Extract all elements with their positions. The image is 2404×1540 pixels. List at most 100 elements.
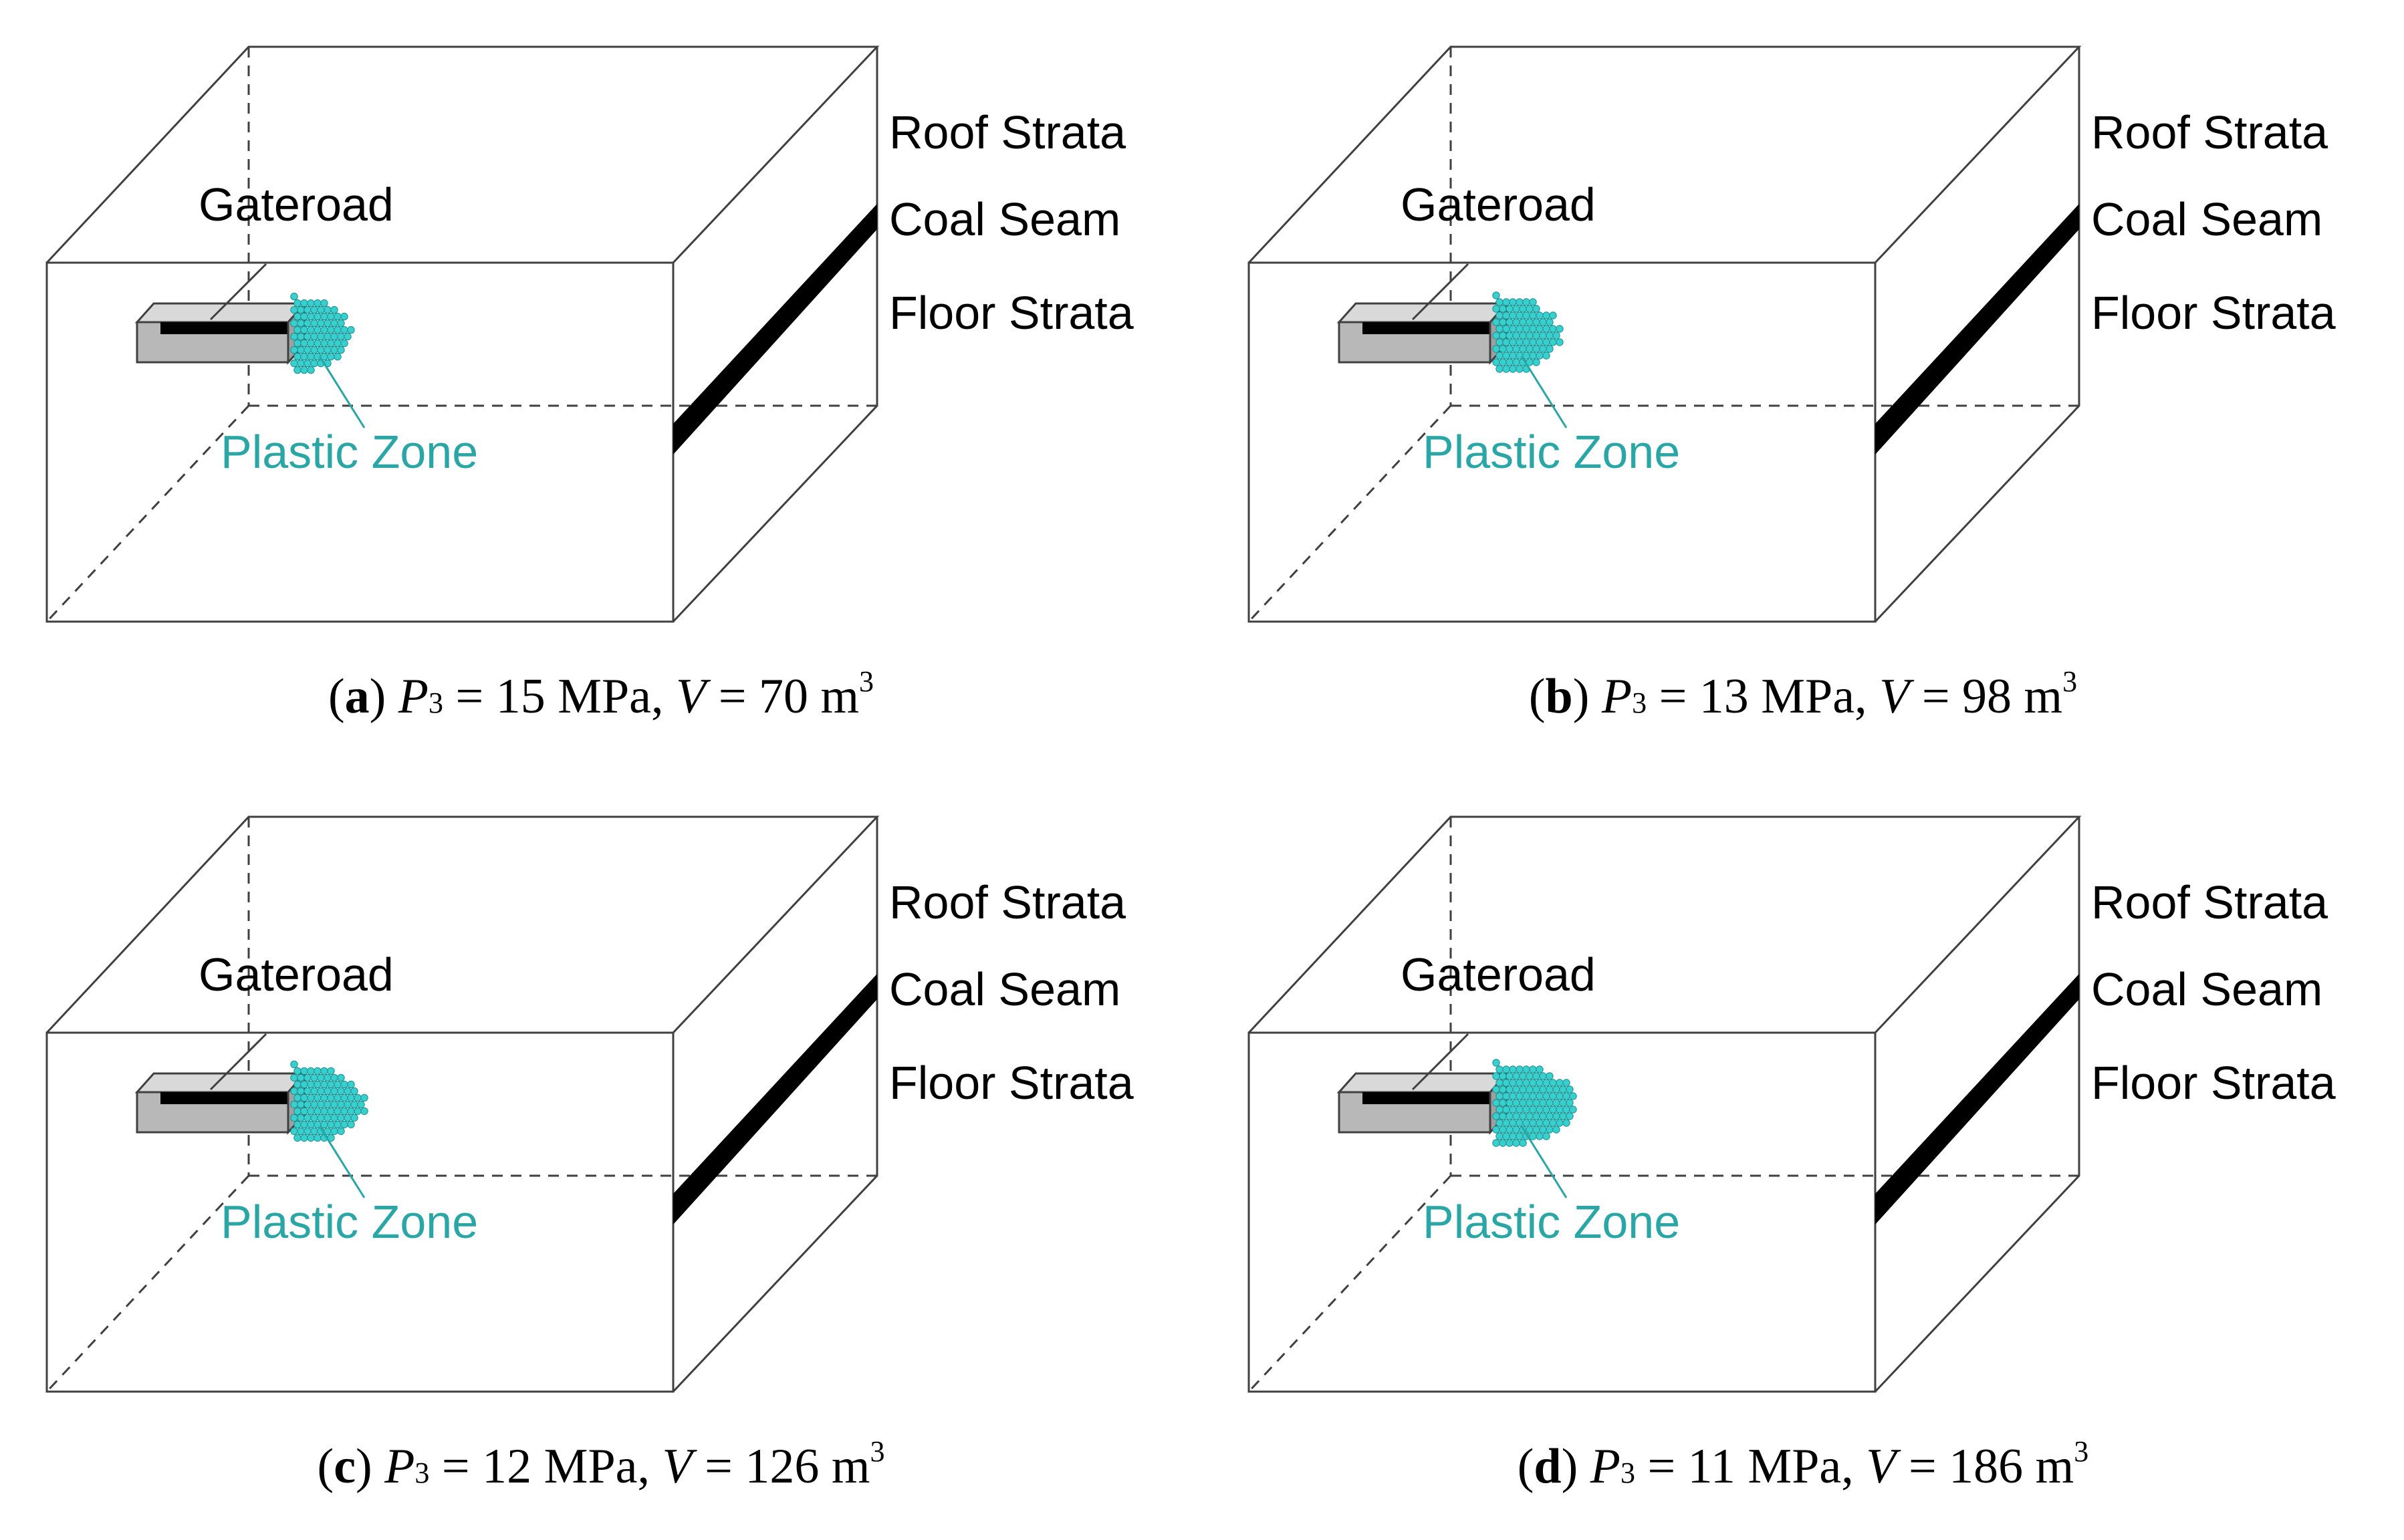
plastic-zone-element — [317, 1073, 325, 1082]
plastic-zone-element — [314, 1080, 322, 1089]
plastic-zone-element — [1519, 1072, 1527, 1080]
plastic-zone-element — [317, 1114, 325, 1122]
plastic-zone-element — [297, 332, 305, 341]
plastic-zone-element — [317, 1087, 325, 1096]
plastic-zone-element — [1546, 1126, 1554, 1134]
plastic-zone-element — [1495, 1092, 1504, 1100]
plastic-zone-element — [1509, 1065, 1517, 1073]
plastic-zone-element — [1512, 358, 1520, 366]
plastic-zone-element — [1512, 318, 1520, 326]
plastic-zone-element — [297, 346, 305, 354]
floor-strata-label: Floor Strata — [2091, 287, 2336, 339]
plastic-zone-element — [324, 332, 332, 341]
plastic-zone-element — [293, 1120, 302, 1129]
plastic-zone-element — [1495, 298, 1504, 306]
caption-open: ( — [1517, 1439, 1534, 1494]
plastic-zone-element — [1546, 1072, 1554, 1080]
panel-caption: (d) P3 = 11 MPa, V = 186 m3 — [1202, 1435, 2404, 1495]
plastic-zone-element — [1499, 332, 1507, 340]
plastic-zone-element — [347, 326, 355, 334]
panel-caption: (c) P3 = 12 MPa, V = 126 m3 — [0, 1435, 1202, 1495]
plastic-zone-element — [337, 1073, 345, 1082]
plastic-zone-element — [327, 1067, 335, 1075]
plastic-zone-element — [1516, 1119, 1524, 1127]
plastic-zone-element — [1509, 1092, 1517, 1100]
plastic-zone-element — [334, 1080, 342, 1089]
plastic-zone-element — [1546, 1112, 1554, 1120]
caption-close: ) — [1572, 669, 1590, 724]
v-superscript: 3 — [2074, 1435, 2089, 1468]
plastic-zone-element — [1512, 332, 1520, 340]
plastic-zone-element — [327, 1080, 335, 1089]
plastic-zone-element — [1502, 311, 1510, 319]
p-subscript: 3 — [428, 686, 443, 719]
plastic-zone-element — [1539, 318, 1547, 326]
plastic-zone-element — [334, 326, 342, 334]
plastic-zone-element — [1522, 1106, 1530, 1114]
caption-close: ) — [1561, 1439, 1578, 1494]
plastic-zone-element — [307, 1094, 315, 1102]
plastic-zone-element — [1566, 1099, 1574, 1107]
plastic-zone-element — [330, 319, 338, 328]
plastic-zone-element — [1526, 1099, 1534, 1107]
plastic-zone-element — [1556, 1079, 1564, 1087]
plastic-zone — [290, 292, 355, 374]
plastic-zone-element — [1502, 338, 1510, 346]
plastic-zone-element — [320, 1067, 328, 1075]
plastic-zone-element — [1559, 1099, 1567, 1107]
plastic-zone-leader — [1520, 356, 1568, 428]
equals-sign: = — [705, 1439, 733, 1494]
plastic-zone-element — [1499, 1126, 1507, 1134]
plastic-zone-element — [307, 339, 315, 348]
plastic-zone-element — [1526, 332, 1534, 340]
v-symbol: V — [676, 669, 707, 724]
plastic-zone-element — [1502, 1119, 1510, 1127]
equals-sign: = — [718, 669, 747, 724]
plastic-zone-element — [290, 1114, 298, 1122]
plastic-zone-element — [1539, 332, 1547, 340]
plastic-zone-element — [324, 319, 332, 328]
plastic-zone-element — [340, 1080, 348, 1089]
plastic-zone-element — [1512, 1099, 1520, 1107]
equals-sign: = — [1659, 669, 1687, 724]
hidden-edge-depth — [45, 404, 250, 623]
plastic-zone-element — [327, 339, 335, 348]
plastic-zone-element — [310, 1100, 318, 1109]
plastic-zone-element — [297, 1114, 305, 1122]
plastic-zone-element — [320, 1107, 328, 1116]
plastic-zone-element — [1499, 1085, 1507, 1094]
plastic-zone-element — [304, 1127, 312, 1136]
plastic-zone-element — [290, 319, 298, 328]
plastic-zone-element — [337, 1127, 345, 1136]
plastic-zone-element — [1532, 1085, 1540, 1094]
plastic-zone-element — [1542, 1079, 1550, 1087]
gateroad-label: Gateroad — [1401, 178, 1596, 231]
plastic-zone-element — [1509, 365, 1517, 373]
plastic-zone-label: Plastic Zone — [1423, 1196, 1680, 1248]
plastic-zone-element — [1512, 1112, 1520, 1120]
plastic-zone-element — [297, 1087, 305, 1096]
plastic-zone-element — [1492, 1085, 1500, 1094]
plastic-zone-element — [1519, 345, 1527, 353]
plastic-zone-element — [334, 1094, 342, 1102]
plastic-zone-element — [1539, 1072, 1547, 1080]
gateroad — [134, 301, 308, 365]
plastic-zone-element — [290, 1127, 298, 1136]
plastic-zone-element — [1506, 1139, 1514, 1147]
plastic-zone-element — [300, 1120, 308, 1129]
plastic-zone-element — [290, 332, 298, 341]
v-value: 70 m — [758, 669, 860, 724]
plastic-zone-element — [1529, 311, 1537, 319]
plastic-zone-element — [1502, 298, 1510, 306]
plastic-zone-element — [1552, 332, 1560, 340]
plastic-zone-element — [1552, 1085, 1560, 1094]
plastic-zone-element — [1492, 291, 1500, 299]
plastic-zone-element — [320, 1080, 328, 1089]
plastic-zone-element — [1546, 332, 1554, 340]
plastic-zone-element — [290, 1100, 298, 1109]
plastic-zone-element — [1552, 1126, 1560, 1134]
plastic-zone-element — [1556, 325, 1564, 333]
plastic-zone-element — [1516, 311, 1524, 319]
v-superscript: 3 — [870, 1435, 885, 1468]
gateroad-label: Gateroad — [199, 178, 394, 231]
